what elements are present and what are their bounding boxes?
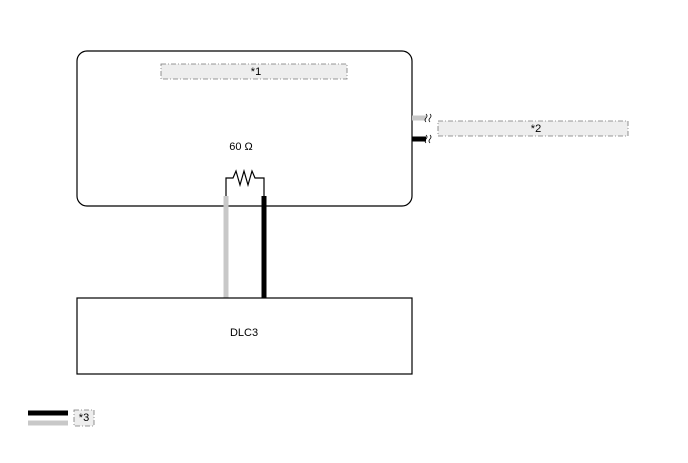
resistor-label: 60 Ω	[229, 141, 253, 153]
ecu-callout: *1	[160, 63, 348, 80]
dlc3-box	[76, 297, 413, 375]
bus-callout-box	[437, 120, 629, 137]
dlc3-label: DLC3	[230, 327, 258, 339]
ecu-callout-box	[160, 63, 348, 80]
ecu-box	[76, 50, 413, 207]
legend-callout-box	[73, 409, 95, 427]
ecu-callout-label: *1	[251, 66, 261, 78]
bus-callout-label: *2	[531, 123, 541, 135]
legend-callout-label: *3	[79, 412, 89, 424]
wire-break-icon	[424, 113, 432, 144]
bus-callout: *2	[437, 120, 629, 137]
legend: *3	[28, 409, 95, 427]
resistor-icon	[225, 168, 265, 196]
